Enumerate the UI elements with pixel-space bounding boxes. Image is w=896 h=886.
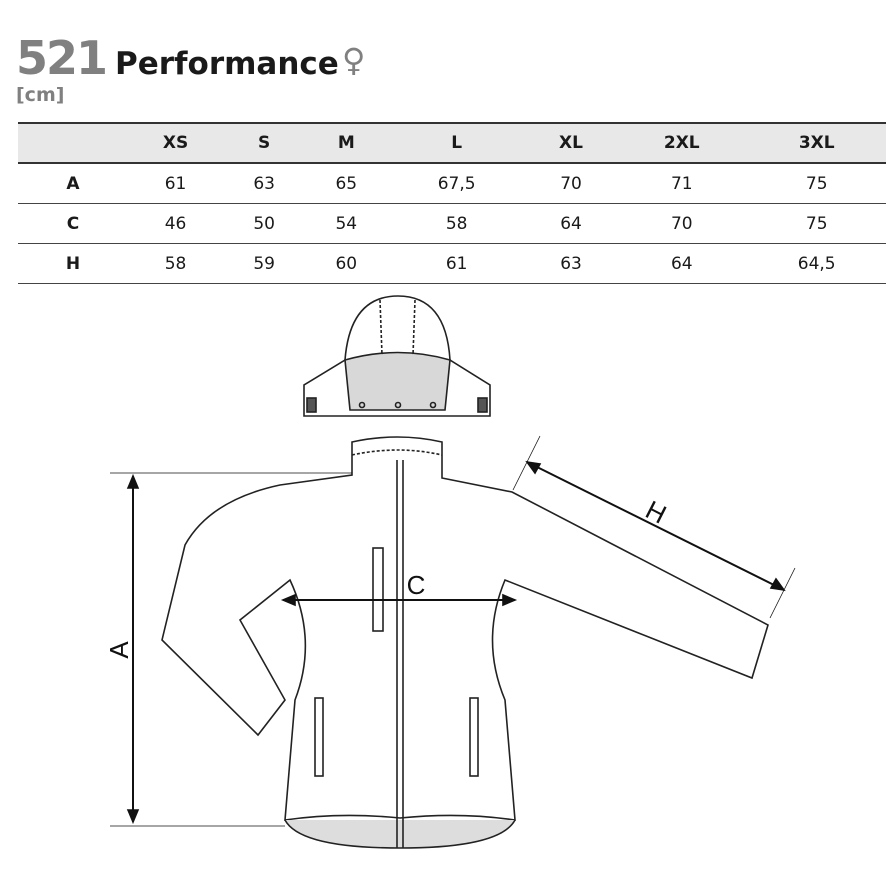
column-header: S [258,133,271,153]
table-cell: 71 [616,163,748,204]
jacket-drawing [161,436,769,849]
table-header-row: XS S M L XL 2XL 3XL [18,123,886,163]
column-header: 2XL [663,133,700,153]
table-cell: 75 [747,163,886,204]
dimension-h-label: H [641,494,671,529]
table-cell: 59 [223,243,306,284]
hood-drawing [303,295,491,417]
table-cell: 63 [223,163,306,204]
table-cell: 67,5 [387,163,526,204]
table-cell: 65 [305,163,388,204]
table-cell: 61 [387,243,526,284]
column-header: XS [162,133,189,153]
table-cell: 60 [305,243,388,284]
unit-label: [cm] [16,84,65,106]
table-cell: 61 [128,163,224,204]
dimension-a [110,472,352,827]
table-cell: 58 [128,243,224,284]
table-cell: 64 [616,243,748,284]
table-cell: 64 [525,203,617,244]
table-cell: 46 [128,203,224,244]
row-label: H [18,243,128,284]
table-cell: 50 [223,203,306,244]
table-cell: 63 [525,243,617,284]
product-name: Performance [115,46,339,82]
table-cell: 70 [616,203,748,244]
column-header: L [451,133,463,153]
product-code: 521 [16,31,108,85]
table-cell: 70 [525,163,617,204]
table-cell: 64,5 [747,243,886,284]
row-label: C [18,203,128,244]
dimension-a-label: A [104,641,134,659]
table-cell: 75 [747,203,886,244]
table-cell: 54 [305,203,388,244]
female-icon: ♀ [342,41,366,79]
column-header: XL [559,133,583,153]
row-label: A [18,163,128,204]
column-header: 3XL [798,133,835,153]
dimension-h [512,435,796,619]
dimension-c-label: C [407,570,426,600]
table-cell: 58 [387,203,526,244]
column-header: M [337,133,355,153]
dimension-c [280,593,518,607]
